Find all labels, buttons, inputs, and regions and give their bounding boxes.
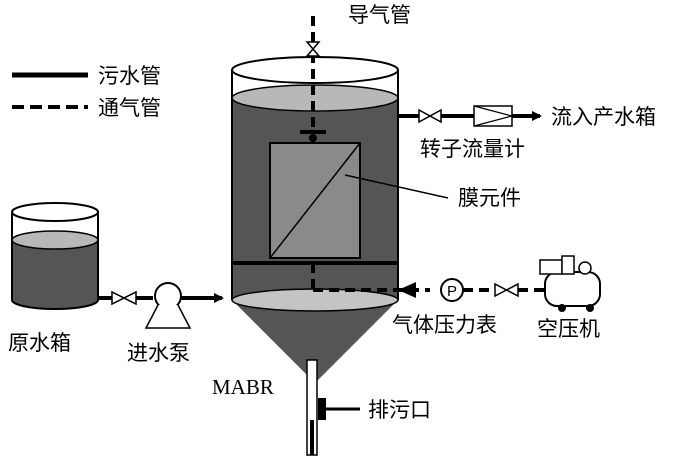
reactor-label: MABR	[212, 375, 274, 399]
air-compressor-icon	[539, 255, 601, 312]
reactor-cone-top	[231, 288, 399, 312]
svg-text:P: P	[447, 283, 457, 300]
inlet-valve	[111, 290, 137, 306]
rotameter-label: 转子流量计	[420, 137, 525, 161]
gas-guide-valve	[305, 41, 321, 57]
raw-tank-liquid	[12, 240, 98, 309]
gas-guide-label: 导气管	[348, 3, 411, 27]
sludge-outlet-label: 排污口	[368, 398, 431, 422]
raw-water-tank-label: 原水箱	[8, 331, 71, 355]
air-arrowhead	[398, 282, 416, 298]
air-valve	[494, 282, 519, 298]
air-compressor-label: 空压机	[537, 317, 600, 341]
pressure-gauge-icon: P	[440, 278, 464, 302]
raw-tank-rim	[11, 202, 99, 222]
raw-tank-liquid-surface	[11, 230, 99, 250]
membrane-leader	[344, 174, 449, 199]
inlet-pump-label: 进水泵	[127, 341, 190, 365]
outlet-valve	[418, 108, 442, 124]
membrane-element-label: 膜元件	[458, 186, 521, 210]
legend-sewage-label: 污水管	[98, 64, 161, 88]
air-line: P	[313, 278, 545, 302]
legend-air-label: 通气管	[98, 96, 161, 120]
sludge-outlet-valve	[318, 398, 326, 420]
raw-water-tank	[11, 202, 99, 310]
inlet-pump-icon	[144, 282, 192, 329]
rotameter-icon	[473, 105, 515, 127]
mabr-reactor	[231, 14, 399, 456]
legend: 污水管 通气管	[12, 64, 161, 120]
pressure-gauge-label: 气体压力表	[392, 313, 497, 337]
product-tank-label: 流入产水箱	[551, 105, 656, 129]
outlet-line	[398, 105, 542, 127]
inlet-line	[98, 282, 224, 329]
